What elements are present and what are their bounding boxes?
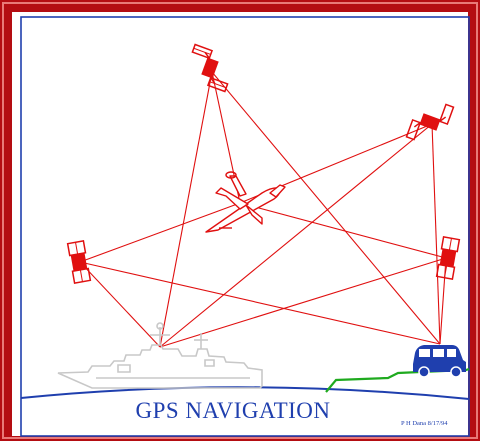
author-credit: P H Dana 8/17/94 xyxy=(401,420,448,427)
signal-line-sat-top-to-ship xyxy=(159,71,213,348)
diagram-title: GPS NAVIGATION xyxy=(135,398,331,423)
inner-panel xyxy=(12,12,468,436)
satellite-icon xyxy=(191,43,229,93)
signal-line-sat-right-to-aircraft xyxy=(239,202,447,259)
signal-line-sat-top-to-vehicle xyxy=(211,71,441,345)
satellite-icon xyxy=(66,240,92,284)
vehicle-icon xyxy=(413,345,466,378)
signal-line-sat-upper-right-to-vehicle xyxy=(431,123,441,345)
signal-line-sat-left-to-vehicle xyxy=(79,261,441,345)
signal-line-sat-upper-right-to-ship xyxy=(159,123,433,348)
inner-blue-border xyxy=(20,16,470,437)
ship-icon xyxy=(57,322,263,389)
signal-line-sat-left-to-ship xyxy=(79,261,161,348)
signal-line-sat-right-to-ship xyxy=(159,257,447,348)
satellite-icon xyxy=(435,236,461,280)
aircraft-icon xyxy=(205,171,286,233)
satellite-icon xyxy=(405,103,455,141)
signal-line-sat-left-to-aircraft xyxy=(79,202,241,263)
